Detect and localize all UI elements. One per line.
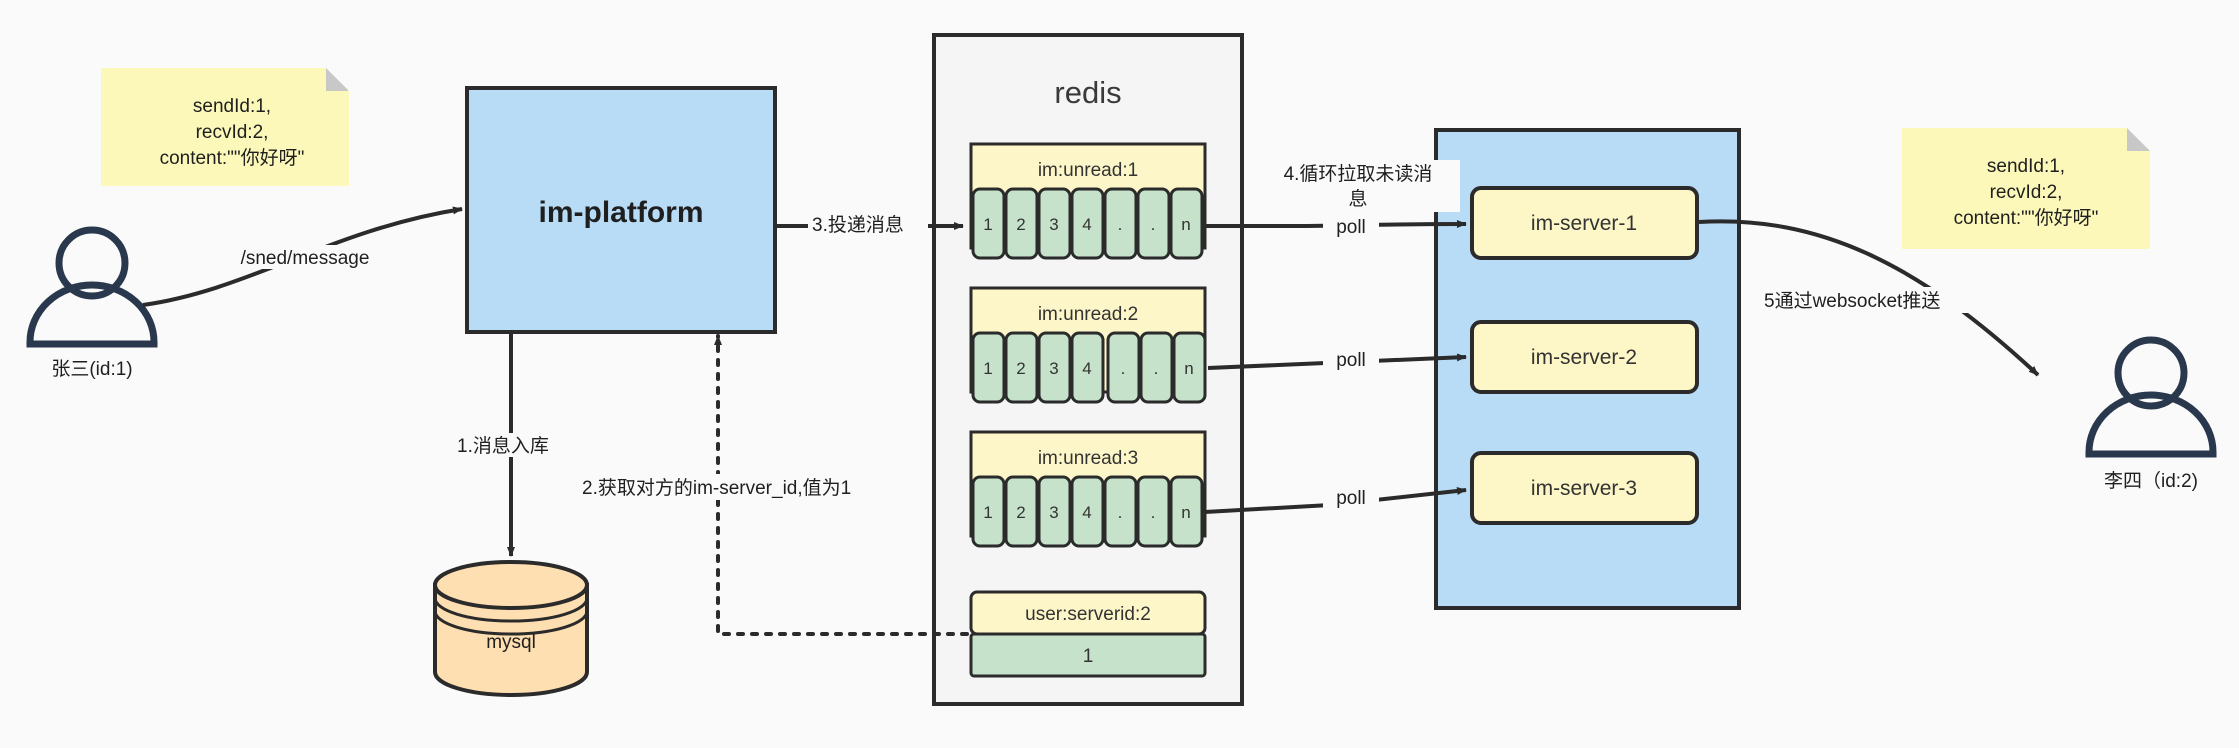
im-platform-box[interactable]: im-platform bbox=[465, 86, 777, 334]
edge-send-message-label: /sned/message bbox=[241, 248, 370, 269]
edge-poll-3: poll bbox=[1204, 485, 1467, 514]
edge-step1-label: 1.消息入库 bbox=[457, 435, 549, 457]
redis-list-2[interactable]: im:unread:3 1 2 3 4 . . n bbox=[969, 430, 1207, 548]
redis-cell: 2 bbox=[1016, 503, 1025, 522]
redis-list-2-key: im:unread:3 bbox=[1038, 448, 1138, 469]
redis-entry-key: user:serverid:2 bbox=[1025, 604, 1151, 625]
redis-cell: 3 bbox=[1049, 215, 1058, 234]
redis-entry-user-serverid[interactable]: user:serverid:2 1 bbox=[969, 590, 1207, 678]
im-server-1-box[interactable]: im-server-1 bbox=[1470, 186, 1699, 260]
edge-step2-label: 2.获取对方的im-server_id,值为1 bbox=[582, 477, 851, 499]
redis-list-0-key: im:unread:1 bbox=[1038, 160, 1138, 181]
redis-cell: 1 bbox=[983, 215, 992, 234]
avatar-body-icon bbox=[2085, 391, 2217, 458]
edge-step1: 1.消息入库 bbox=[452, 334, 557, 557]
edge-step5-label: 5通过websocket推送 bbox=[1764, 290, 1940, 312]
redis-cell: . bbox=[1118, 215, 1123, 234]
note-right-line-2: recvId:2, bbox=[1990, 182, 2063, 203]
redis-cell: 4 bbox=[1082, 503, 1091, 522]
redis-cell: n bbox=[1181, 215, 1190, 234]
redis-cell: . bbox=[1118, 503, 1123, 522]
im-server-3-label: im-server-3 bbox=[1531, 477, 1637, 500]
redis-cell: . bbox=[1151, 215, 1156, 234]
avatar-head-icon bbox=[2114, 336, 2188, 410]
avatar-head-icon bbox=[55, 226, 129, 300]
redis-entry-value: 1 bbox=[1083, 646, 1094, 667]
redis-cell: 4 bbox=[1082, 215, 1091, 234]
redis-cell: 2 bbox=[1016, 215, 1025, 234]
edge-poll-3-label: poll bbox=[1336, 488, 1366, 509]
actor-sender: 张三(id:1) bbox=[26, 226, 158, 380]
note-right: sendId:1, recvId:2, content:""你好呀" bbox=[1902, 128, 2150, 249]
im-server-2-label: im-server-2 bbox=[1531, 346, 1637, 369]
redis-cell: . bbox=[1121, 359, 1126, 378]
edge-poll-2-label: poll bbox=[1336, 350, 1366, 371]
note-left-line-2: recvId:2, bbox=[196, 122, 269, 143]
redis-list-0-cells: 1 2 3 4 . . n bbox=[971, 187, 1204, 260]
note-right-line-3: content:""你好呀" bbox=[1954, 207, 2099, 229]
im-server-1-label: im-server-1 bbox=[1531, 212, 1637, 235]
im-server-2-box[interactable]: im-server-2 bbox=[1470, 320, 1699, 394]
redis-list-1-key: im:unread:2 bbox=[1038, 304, 1138, 325]
redis-list-1-cells: 1 2 3 4 . . n bbox=[971, 331, 1207, 404]
edge-step3-label: 3.投递消息 bbox=[812, 214, 904, 236]
note-left: sendId:1, recvId:2, content:""你好呀" bbox=[101, 68, 349, 186]
redis-cell: n bbox=[1184, 359, 1193, 378]
redis-cell: . bbox=[1151, 503, 1156, 522]
edge-send-message: /sned/message bbox=[142, 206, 463, 307]
redis-cell: 1 bbox=[983, 359, 992, 378]
redis-title: redis bbox=[1054, 75, 1121, 110]
avatar-body-icon bbox=[26, 281, 158, 348]
redis-list-0[interactable]: im:unread:1 1 2 3 4 . . n bbox=[969, 142, 1207, 260]
im-server-3-box[interactable]: im-server-3 bbox=[1470, 451, 1699, 525]
actor-sender-label: 张三(id:1) bbox=[51, 358, 132, 380]
edge-step4-line1-label: 4.循环拉取未读消 bbox=[1284, 163, 1433, 185]
redis-cell: n bbox=[1181, 503, 1190, 522]
redis-cell: . bbox=[1154, 359, 1159, 378]
note-left-line-3: content:""你好呀" bbox=[160, 147, 305, 169]
redis-cell: 2 bbox=[1016, 359, 1025, 378]
note-right-line-1: sendId:1, bbox=[1987, 156, 2065, 177]
redis-cell: 1 bbox=[983, 503, 992, 522]
edge-step5: 5通过websocket推送 bbox=[1698, 219, 2040, 377]
im-server-cluster: im-server-1 im-server-2 im-server-3 bbox=[1434, 128, 1741, 610]
edge-step4-line2-label: 息 bbox=[1348, 188, 1367, 210]
edge-step2: 2.获取对方的im-server_id,值为1 bbox=[578, 334, 969, 636]
im-platform-label: im-platform bbox=[539, 196, 704, 229]
redis-list-2-cells: 1 2 3 4 . . n bbox=[971, 475, 1204, 548]
redis-container: redis im:unread:1 1 2 3 4 . . n bbox=[932, 33, 1244, 706]
edge-poll-2: poll bbox=[1207, 347, 1467, 371]
redis-list-1[interactable]: im:unread:2 1 2 3 4 . . n bbox=[969, 286, 1207, 404]
redis-cell: 4 bbox=[1082, 359, 1091, 378]
redis-cell: 3 bbox=[1049, 359, 1058, 378]
actor-receiver-label: 李四（id:2) bbox=[2104, 470, 2198, 492]
note-left-line-1: sendId:1, bbox=[193, 96, 271, 117]
mysql-datastore[interactable]: mysql bbox=[433, 560, 589, 697]
actor-receiver: 李四（id:2) bbox=[2085, 336, 2217, 492]
edge-poll-1: 4.循环拉取未读消 息 poll bbox=[1205, 160, 1467, 238]
redis-cell: 3 bbox=[1049, 503, 1058, 522]
edge-step3: 3.投递消息 bbox=[777, 212, 964, 236]
mysql-label: mysql bbox=[486, 632, 536, 653]
edge-poll-1-label: poll bbox=[1336, 217, 1366, 238]
